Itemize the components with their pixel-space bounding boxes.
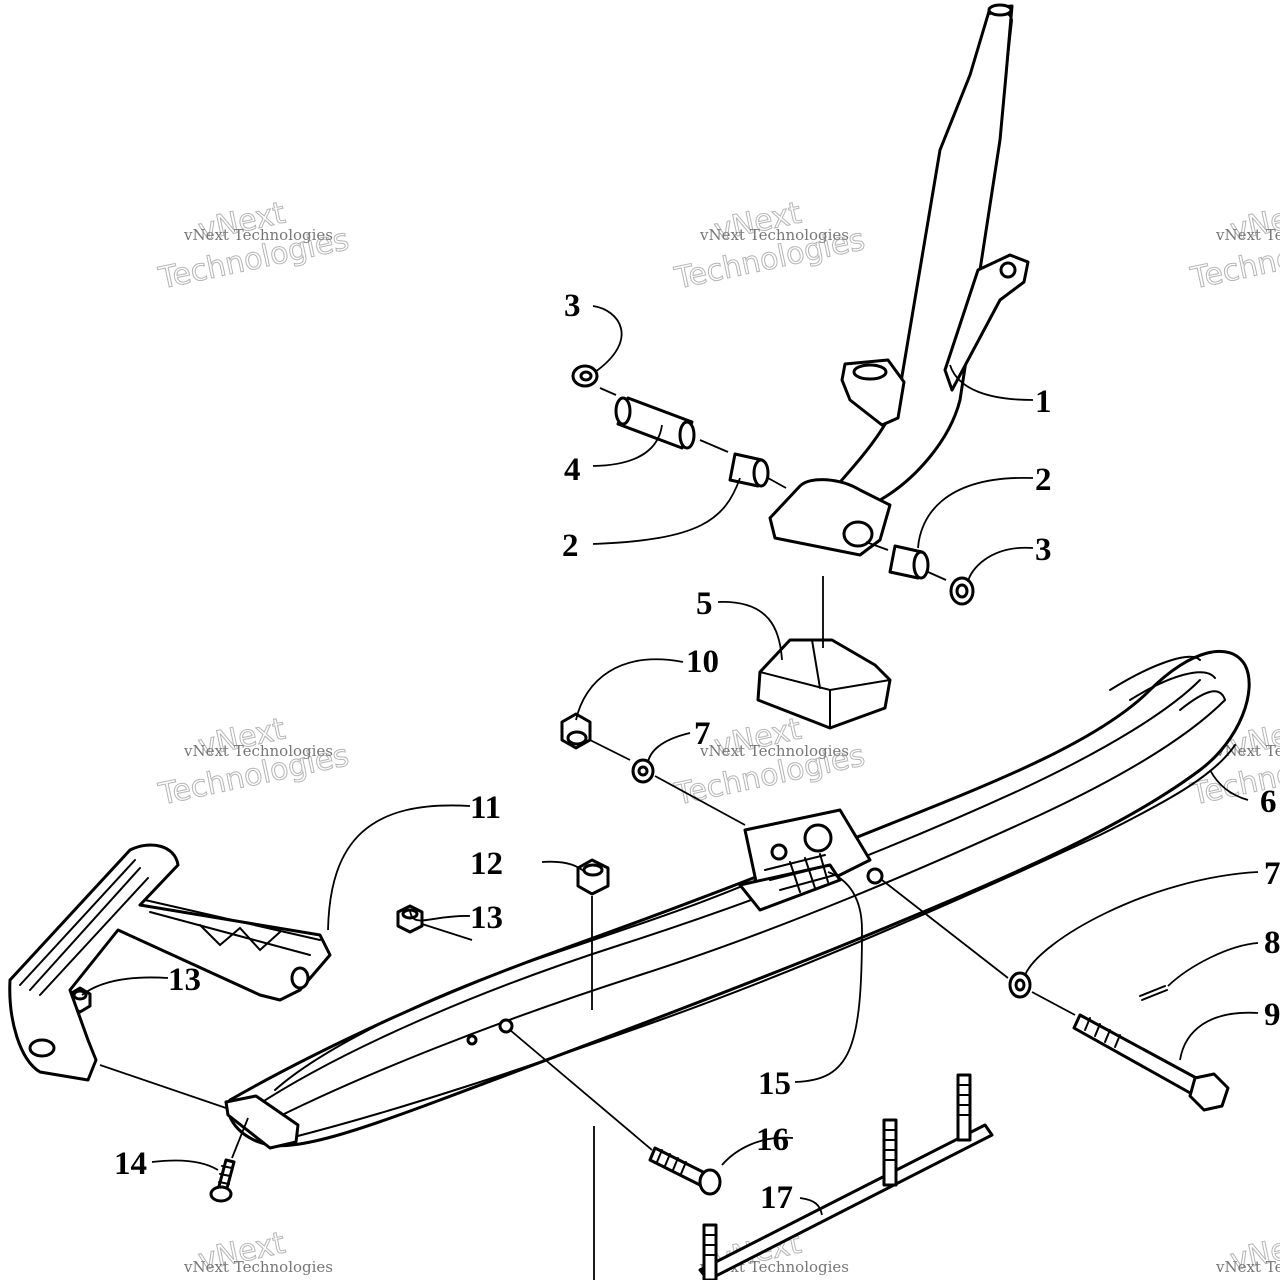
washer-3-top <box>571 364 599 388</box>
cotter-pin-8 <box>1139 985 1168 1001</box>
screw-14 <box>209 1158 236 1203</box>
svg-text:vNext Technologies: vNext Technologies <box>1215 742 1280 760</box>
callout-1: 1 <box>1035 384 1052 420</box>
watermark-top-left: vNext Technologies vNext Technologies <box>155 195 353 297</box>
callout-2-right: 2 <box>1035 462 1052 498</box>
assembly-lines <box>99 387 1076 1280</box>
callout-7-upper: 7 <box>694 716 711 752</box>
spindle <box>768 3 1030 557</box>
callout-16: 16 <box>756 1122 789 1158</box>
callout-13-left: 13 <box>168 962 201 998</box>
svg-text:vNext Technologies: vNext Technologies <box>699 226 849 244</box>
callout-2-left: 2 <box>562 528 579 564</box>
watermark-bottom-left: vNext vNext Technologies <box>183 1225 333 1279</box>
ski-handle <box>8 843 332 1082</box>
svg-text:vNext Technologies: vNext Technologies <box>1215 226 1280 244</box>
callout-9: 9 <box>1264 997 1280 1033</box>
callout-3-right: 3 <box>1035 532 1052 568</box>
svg-text:vNext Technologies: vNext Technologies <box>183 1258 333 1276</box>
callout-3-top: 3 <box>564 288 581 324</box>
washer-3-right <box>949 576 975 606</box>
callout-13-mid: 13 <box>470 900 503 936</box>
sleeve-4 <box>614 396 696 450</box>
ski-body <box>224 649 1251 1150</box>
nut-10 <box>560 712 592 750</box>
callout-7-right: 7 <box>1264 856 1280 892</box>
nut-12 <box>576 858 610 896</box>
ski-saddle <box>756 638 892 730</box>
watermark-mid-left: vNext Technologies vNext Technologies <box>155 711 353 813</box>
callout-8: 8 <box>1264 925 1280 961</box>
callouts: 1 2 2 3 3 4 5 6 7 7 8 9 10 11 12 13 13 1… <box>114 288 1280 1216</box>
callout-4: 4 <box>564 452 581 488</box>
wear-bar <box>698 1073 994 1280</box>
bushing-2-right <box>888 544 930 580</box>
callout-15: 15 <box>758 1066 791 1102</box>
washer-7-upper <box>631 758 655 784</box>
svg-text:vNext Technologies: vNext Technologies <box>183 742 333 760</box>
svg-text:vNext Technologies: vNext Technologies <box>699 742 849 760</box>
washer-7-right <box>1008 971 1032 999</box>
callout-10: 10 <box>686 644 719 680</box>
callout-12: 12 <box>470 846 503 882</box>
svg-text:vNext Technologies: vNext Technologies <box>183 226 333 244</box>
callout-5: 5 <box>696 586 713 622</box>
callout-11: 11 <box>470 790 501 826</box>
callout-17: 17 <box>760 1180 793 1216</box>
leaders <box>81 305 1259 1216</box>
bolt-16 <box>648 1146 722 1196</box>
watermark-top-right: vNext Technologies vNext Technologies <box>1187 195 1280 297</box>
watermark-top-center: vNext Technologies vNext Technologies <box>671 195 869 297</box>
bolt-9 <box>1072 1013 1230 1112</box>
bushing-2-left <box>728 452 770 488</box>
nut-13-mid <box>396 904 424 934</box>
watermark-bottom-right: vNext vNext Technologies <box>1215 1225 1280 1279</box>
callout-6: 6 <box>1260 784 1277 820</box>
callout-14: 14 <box>114 1146 147 1182</box>
svg-text:vNext Technologies: vNext Technologies <box>1215 1258 1280 1276</box>
